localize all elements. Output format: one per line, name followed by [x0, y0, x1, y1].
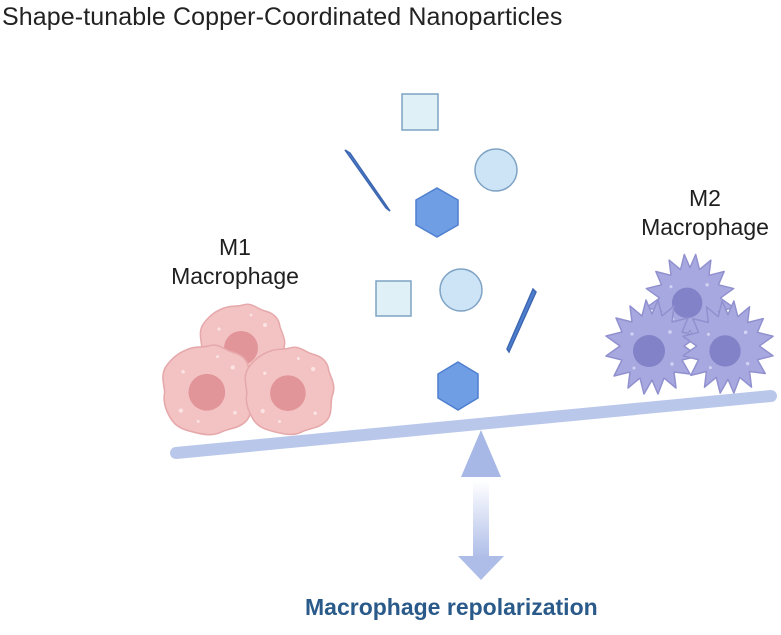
outcome-label: Macrophage repolarization [305, 594, 598, 620]
square-nanoparticle-icon [375, 280, 412, 317]
m2-macrophage-label: M2 Macrophage [620, 184, 781, 242]
circle-nanoparticle-icon [439, 268, 483, 312]
rod-nanoparticle-icon [344, 149, 391, 212]
seesaw-fulcrum [461, 430, 501, 477]
rod-nanoparticle-icon [506, 287, 537, 354]
circle-nanoparticle-icon [474, 148, 518, 192]
square-nanoparticle-icon [401, 93, 439, 131]
m2-label-line2: Macrophage [641, 214, 769, 240]
down-arrow-icon [458, 481, 504, 580]
m1-label-line2: Macrophage [171, 263, 299, 289]
figure-title: Shape-tunable Copper-Coordinated Nanopar… [2, 3, 563, 31]
hexagon-nanoparticle-icon [415, 187, 459, 238]
m1-macrophage-label: M1 Macrophage [150, 233, 320, 291]
m1-label-line1: M1 [219, 234, 251, 260]
seesaw-beam [170, 390, 777, 459]
m1-macrophage-icon [162, 303, 335, 436]
m2-label-line1: M2 [689, 185, 721, 211]
m2-macrophage-icon [605, 253, 774, 395]
hexagon-nanoparticle-icon [437, 361, 479, 411]
